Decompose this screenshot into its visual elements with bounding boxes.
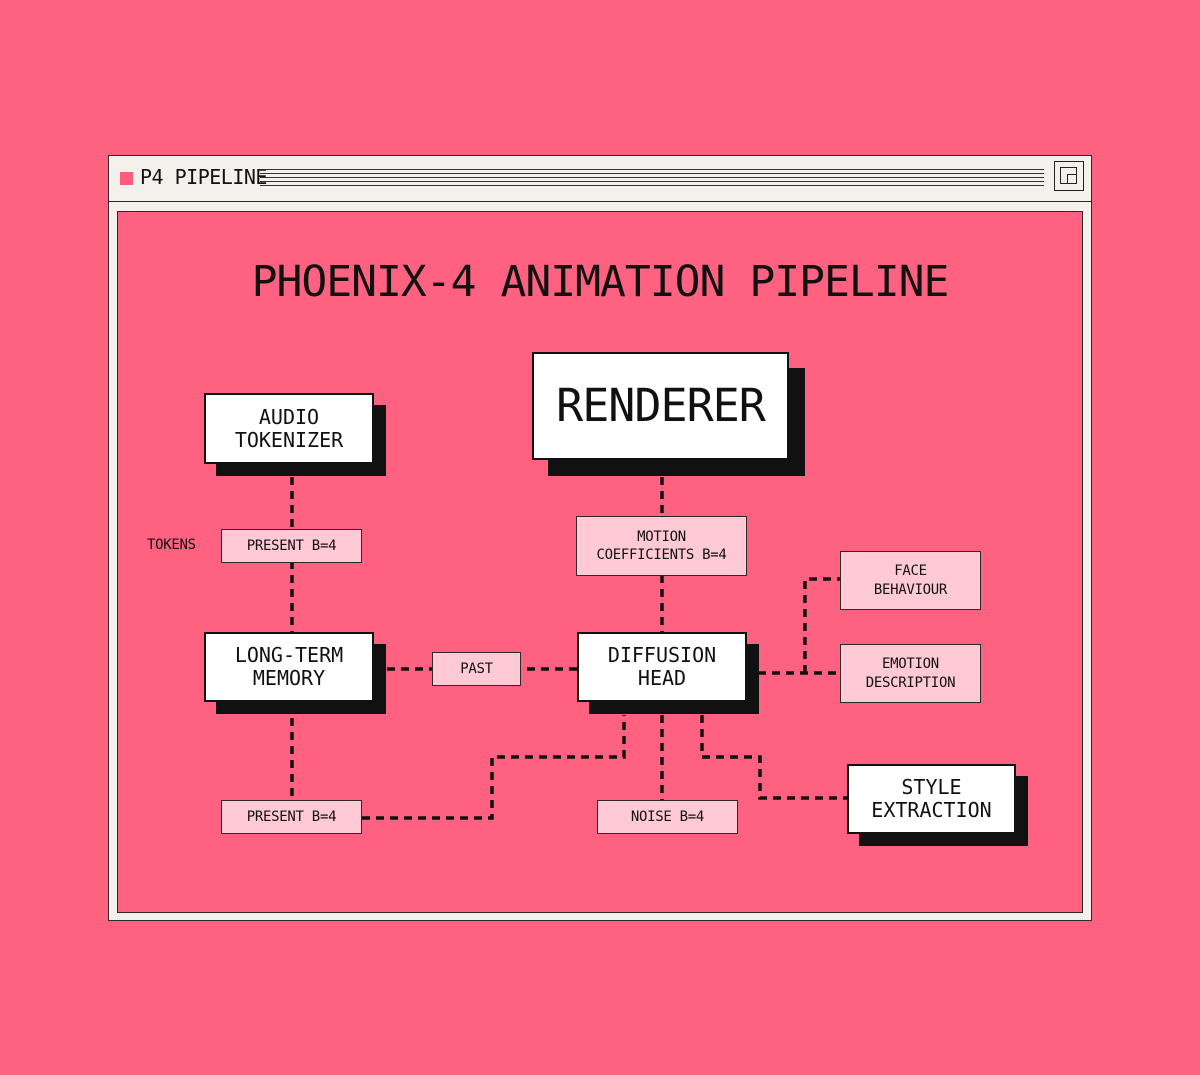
tokens-label: TOKENS [147,537,196,553]
diffusion-head-node: DIFFUSION HEAD [577,632,747,702]
titlebar-stripes [260,169,1044,189]
connector-to-face-behaviour [803,577,840,673]
present-tag-top: PRESENT B=4 [221,529,362,563]
audio-tokenizer-node: AUDIO TOKENIZER [204,393,374,464]
noise-tag: NOISE B=4 [597,800,738,834]
window-title: P4 PIPELINE [140,165,267,189]
style-extraction-node: STYLE EXTRACTION [847,764,1016,834]
maximize-button[interactable] [1054,161,1084,191]
renderer-node: RENDERER [532,352,789,460]
window-icon [120,172,133,185]
emotion-description-tag: EMOTION DESCRIPTION [840,644,981,703]
connector-present-to-diffusion [362,715,626,820]
diagram-title: PHOENIX-4 ANIMATION PIPELINE [251,257,950,307]
past-tag: PAST [432,652,521,686]
connector-diffusion-to-style [700,715,847,800]
maximize-icon [1060,167,1077,184]
motion-coefficients-tag: MOTION COEFFICIENTS B=4 [576,516,747,576]
window-titlebar[interactable]: P4 PIPELINE [109,156,1091,202]
present-tag-bottom: PRESENT B=4 [221,800,362,834]
face-behaviour-tag: FACE BEHAVIOUR [840,551,981,610]
long-term-memory-node: LONG-TERM MEMORY [204,632,374,702]
